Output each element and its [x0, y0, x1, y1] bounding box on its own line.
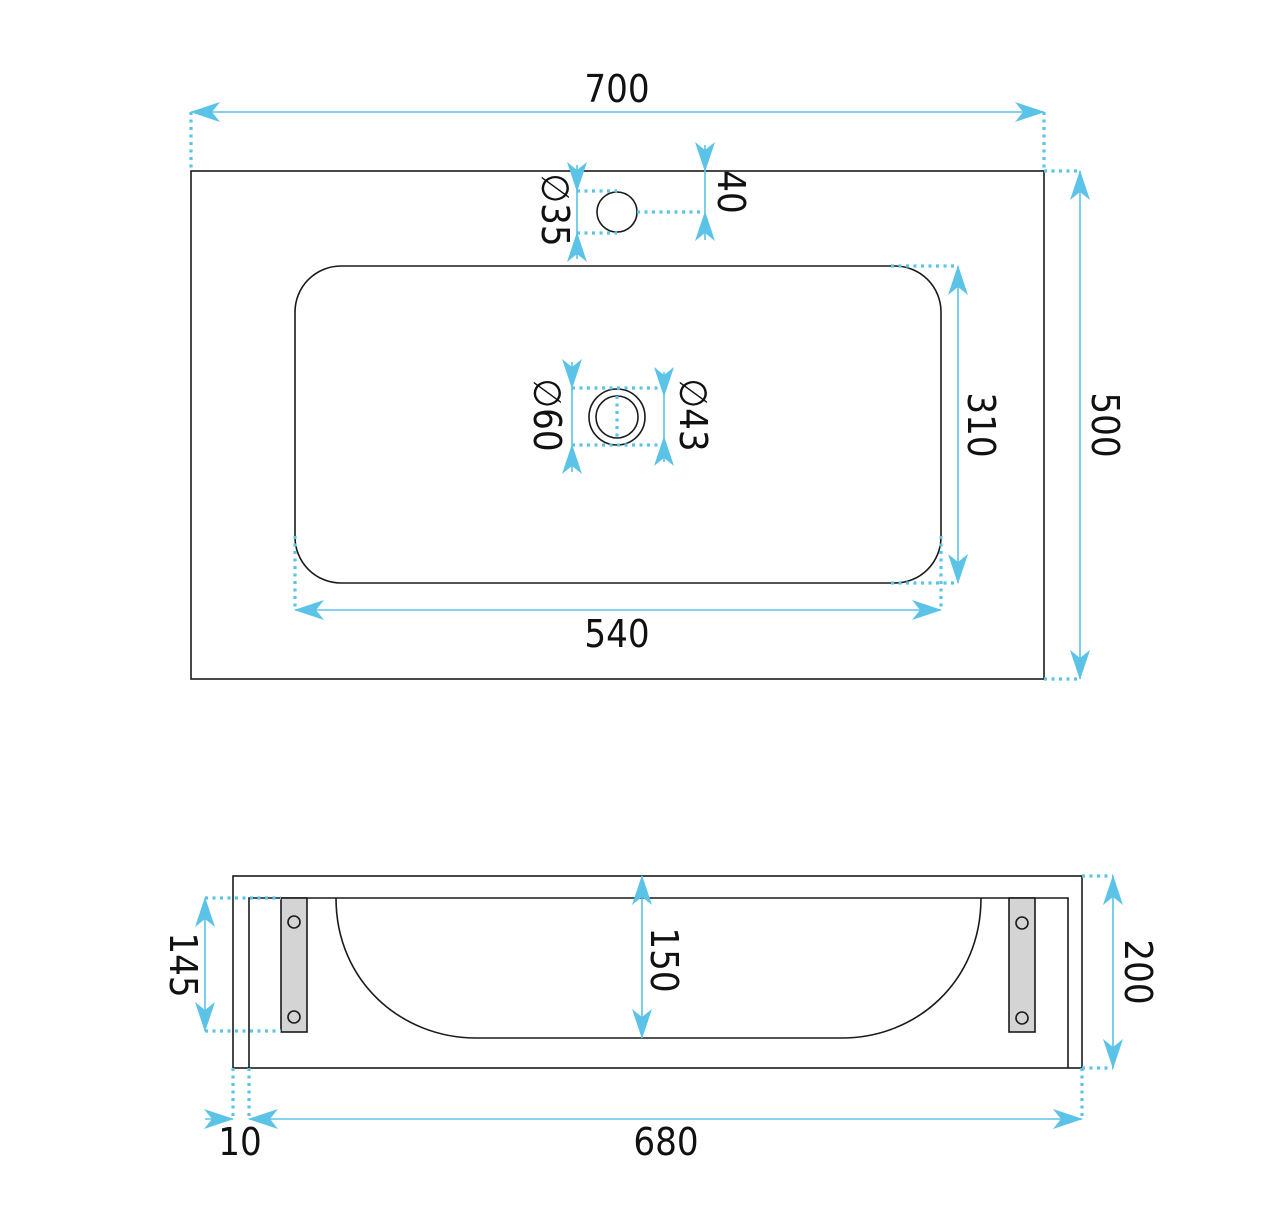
top-view: 700 540 500 310 40 ∅35 ∅60 ∅43 — [189, 67, 1127, 681]
tap-hole — [596, 191, 638, 233]
label-bracket-height: 145 — [161, 932, 205, 997]
label-basin-width: 540 — [584, 612, 649, 656]
basin-outline — [294, 265, 942, 584]
label-inner-width: 680 — [633, 1120, 698, 1164]
side-view: 145 150 200 680 10 — [161, 874, 1160, 1164]
label-drain-outer: ∅60 — [525, 378, 569, 451]
label-wall: 10 — [218, 1120, 262, 1164]
mounting-bracket-right — [1008, 897, 1036, 1033]
label-height: 200 — [1116, 939, 1160, 1004]
side-outer-outline — [232, 875, 1083, 1069]
label-basin-depth: 310 — [959, 392, 1003, 457]
label-tap-hole: ∅35 — [533, 173, 577, 246]
drain-inner — [595, 395, 639, 439]
countertop-outline — [190, 170, 1045, 680]
label-width: 700 — [584, 67, 649, 111]
side-basin-profile — [335, 897, 982, 1039]
label-depth: 500 — [1083, 392, 1127, 457]
label-drain-inner: ∅43 — [671, 378, 715, 451]
label-basin-height: 150 — [642, 927, 686, 992]
mounting-bracket-left — [280, 897, 308, 1033]
extension-lines-side — [205, 874, 1113, 1119]
label-tap-offset: 40 — [709, 170, 753, 214]
side-inner-outline — [248, 897, 1069, 1068]
